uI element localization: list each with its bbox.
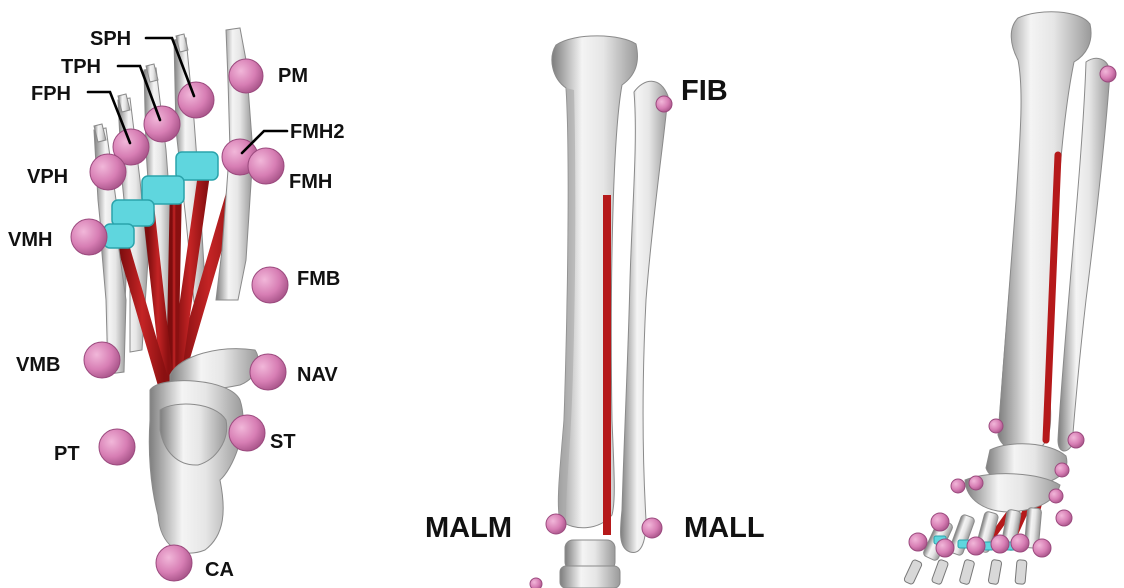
- full-marker-malm: [989, 419, 1003, 433]
- label-nav: NAV: [297, 364, 338, 386]
- fibula-bone: [620, 81, 668, 552]
- marker-vmh: [71, 219, 107, 255]
- foot-muscle-3: [172, 185, 176, 385]
- full-marker-fph: [936, 539, 954, 557]
- label-vmh: VMH: [8, 229, 52, 251]
- marker-fmb: [252, 267, 288, 303]
- full-marker-nav: [1055, 463, 1069, 477]
- label-tph: TPH: [61, 56, 101, 78]
- full-fibula-bone: [1058, 58, 1110, 451]
- full-toe-4: [988, 559, 1002, 584]
- marker-vph: [90, 154, 126, 190]
- full-marker-mall: [1068, 432, 1084, 448]
- label-sph: SPH: [90, 28, 131, 50]
- label-fmh2: FMH2: [290, 121, 344, 143]
- joint-cylinder-1: [176, 152, 218, 180]
- full-marker-tph: [967, 537, 985, 555]
- marker-vmb: [84, 342, 120, 378]
- full-marker-pt: [969, 476, 983, 490]
- marker-ca: [156, 545, 192, 581]
- marker-pm: [229, 59, 263, 93]
- full-toes: [903, 559, 1027, 585]
- label-fib: FIB: [681, 75, 728, 107]
- shank-panel: FIB MALM MALL: [425, 36, 765, 588]
- full-marker-pm: [1011, 534, 1029, 552]
- marker-mall: [642, 518, 662, 538]
- marker-malm: [546, 514, 566, 534]
- full-marker-fmb: [1056, 510, 1072, 526]
- label-pt: PT: [54, 443, 80, 465]
- full-toe-2: [931, 559, 949, 585]
- full-toe-1: [903, 559, 922, 585]
- marker-pt: [99, 429, 135, 465]
- full-marker-st: [1049, 489, 1063, 503]
- ankle-bone-2: [560, 566, 620, 588]
- full-marker-fib: [1100, 66, 1116, 82]
- full-marker-vph: [909, 533, 927, 551]
- label-ca: CA: [205, 559, 234, 581]
- label-fph: FPH: [31, 83, 71, 105]
- joint-cylinder-4: [104, 224, 134, 248]
- full-toe-5: [1015, 560, 1027, 585]
- full-marker-fmh: [1033, 539, 1051, 557]
- marker-tph: [144, 106, 180, 142]
- marker-fib: [656, 96, 672, 112]
- marker-foot-stub: [530, 578, 542, 588]
- marker-sph: [178, 82, 214, 118]
- label-malm: MALM: [425, 512, 512, 544]
- marker-st: [229, 415, 265, 451]
- foot-panel: SPH TPH FPH PM FMH2 VPH FMH VMH FMB VMB …: [8, 28, 344, 581]
- marker-nav: [250, 354, 286, 390]
- label-mall: MALL: [684, 512, 765, 544]
- full-leg-panel: [903, 12, 1116, 585]
- label-pm: PM: [278, 65, 308, 87]
- label-st: ST: [270, 431, 296, 453]
- label-vmb: VMB: [16, 354, 60, 376]
- full-toe-3: [959, 559, 975, 585]
- full-marker-vmh: [931, 513, 949, 531]
- label-fmh: FMH: [289, 171, 332, 193]
- label-fmb: FMB: [297, 268, 340, 290]
- full-marker-sph: [991, 535, 1009, 553]
- label-vph: VPH: [27, 166, 68, 188]
- shank-muscle: [603, 195, 611, 535]
- full-marker-vmb: [951, 479, 965, 493]
- ankle-bones: [560, 540, 620, 588]
- joint-cylinder-3: [112, 200, 154, 226]
- marker-fmh: [248, 148, 284, 184]
